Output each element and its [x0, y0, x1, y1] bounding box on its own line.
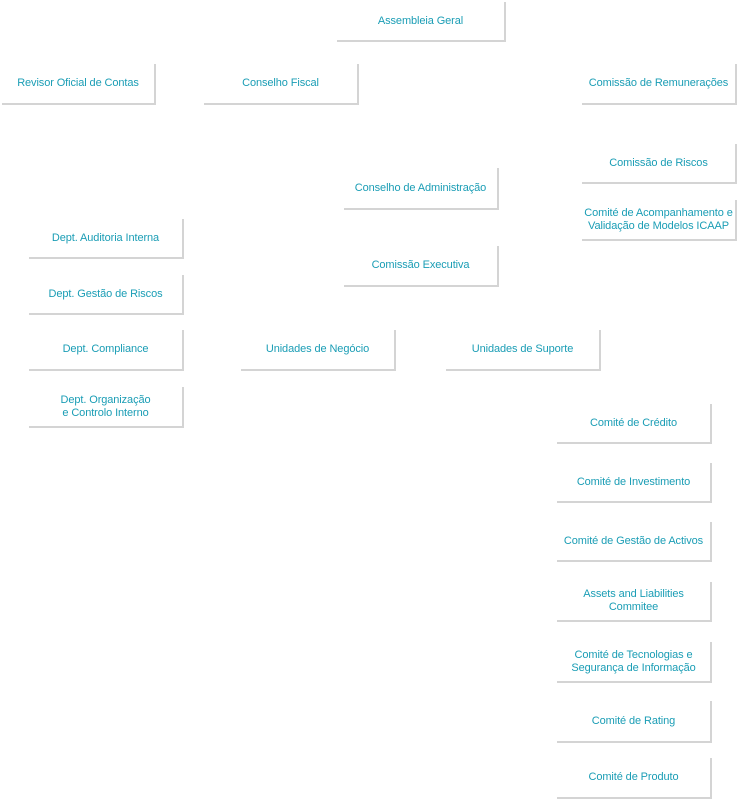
dept-auditoria-interna-box: Dept. Auditoria Interna	[29, 219, 184, 259]
comite-investimento-box: Comité de Investimento	[557, 463, 712, 503]
unidades-negocio-box: Unidades de Negócio	[241, 330, 396, 371]
comissao-remuneracoes-box: Comissão de Remunerações	[582, 64, 737, 105]
comissao-executiva-box: Comissão Executiva	[344, 246, 499, 287]
comite-credito-box: Comité de Crédito	[557, 404, 712, 444]
comite-assets-liabilities-box: Assets and Liabilities Commitee	[557, 582, 712, 622]
assembleia-geral-box: Assembleia Geral	[337, 2, 506, 42]
comite-rating-box: Comité de Rating	[557, 701, 712, 743]
comite-gestao-activos-box: Comité de Gestão de Activos	[557, 522, 712, 562]
comite-tecnologias-box: Comité de Tecnologias e Segurança de Inf…	[557, 642, 712, 683]
comite-icaap-box: Comité de Acompanhamento e Validação de …	[582, 200, 737, 241]
comissao-riscos-box: Comissão de Riscos	[582, 144, 737, 184]
conselho-administracao-box: Conselho de Administração	[344, 168, 499, 210]
dept-compliance-box: Dept. Compliance	[29, 330, 184, 371]
conselho-fiscal-box: Conselho Fiscal	[204, 64, 359, 105]
dept-gestao-riscos-box: Dept. Gestão de Riscos	[29, 275, 184, 315]
comite-produto-box: Comité de Produto	[557, 758, 712, 799]
dept-organizacao-controlo-box: Dept. Organização e Controlo Interno	[29, 387, 184, 428]
revisor-oficial-contas-box: Revisor Oficial de Contas	[2, 64, 156, 105]
unidades-suporte-box: Unidades de Suporte	[446, 330, 601, 371]
